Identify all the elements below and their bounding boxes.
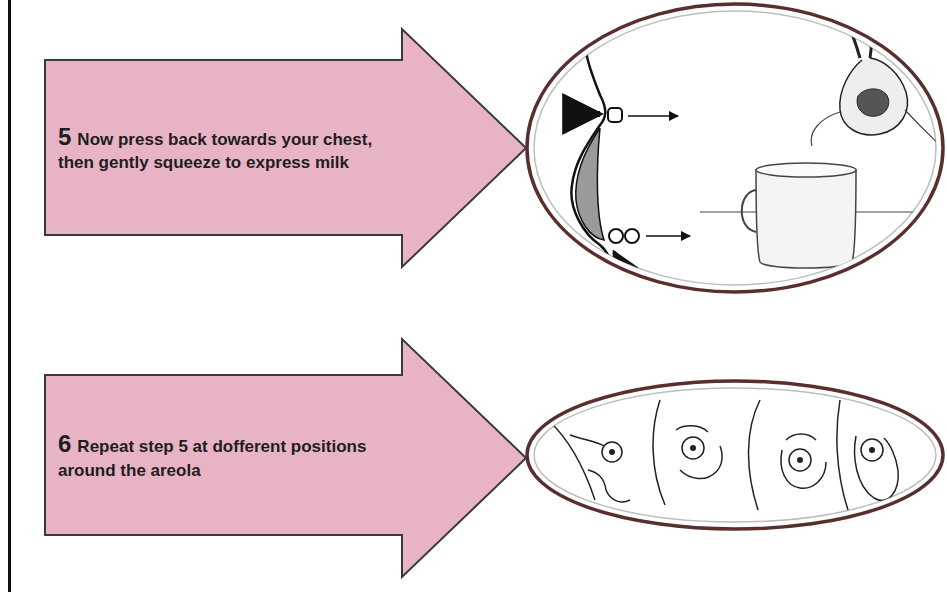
hand-sketch bbox=[855, 436, 899, 500]
arrow-shape bbox=[45, 339, 526, 577]
arrow-outline bbox=[44, 338, 528, 578]
hand-sketch bbox=[781, 434, 826, 488]
step-text: 6Repeat step 5 at dofferent positions ar… bbox=[58, 428, 376, 481]
milk-spray bbox=[846, 20, 872, 58]
hand-sketch bbox=[857, 89, 889, 116]
press-arrow bbox=[572, 111, 600, 117]
picture-frame bbox=[527, 381, 943, 529]
press-arrow bbox=[614, 252, 628, 278]
nipple bbox=[797, 457, 803, 463]
nipple bbox=[609, 449, 615, 455]
milk-duct bbox=[576, 128, 604, 240]
step-arrow: 6Repeat step 5 at dofferent positions ar… bbox=[44, 338, 528, 578]
nipple bbox=[690, 445, 696, 451]
picture-frame-inner bbox=[534, 388, 936, 522]
areola bbox=[602, 442, 622, 462]
step-arrow: 5Now press back towards your chest, then… bbox=[44, 28, 528, 268]
step-instruction: Now press back towards your chest, then … bbox=[58, 130, 372, 172]
hand-sketch bbox=[840, 58, 908, 135]
table-line bbox=[700, 212, 945, 213]
areola bbox=[682, 437, 704, 459]
finger-tip bbox=[608, 108, 622, 122]
press-arrow bbox=[628, 115, 678, 117]
cup-rim bbox=[756, 163, 856, 177]
step-text-box: 6Repeat step 5 at dofferent positions ar… bbox=[58, 375, 376, 535]
step-text: 5Now press back towards your chest, then… bbox=[58, 121, 376, 174]
step-instruction: Repeat step 5 at dofferent positions aro… bbox=[58, 437, 366, 479]
breast-outline bbox=[571, 22, 611, 300]
breast-section-sketch bbox=[571, 20, 945, 300]
hand-sketch bbox=[570, 435, 630, 502]
picture-frame-inner bbox=[534, 11, 936, 285]
finger-tip bbox=[609, 229, 623, 243]
areola bbox=[789, 449, 811, 471]
cup bbox=[756, 170, 856, 268]
cup-handle bbox=[742, 190, 756, 232]
step-number: 6 bbox=[58, 430, 71, 457]
breast-outline bbox=[548, 400, 848, 510]
arrow-shape bbox=[45, 29, 526, 267]
hand-positions-sketch bbox=[548, 400, 898, 510]
finger-tip bbox=[625, 229, 639, 243]
hand-sketch bbox=[676, 426, 722, 479]
areola bbox=[861, 439, 883, 461]
margin-rule bbox=[8, 0, 11, 592]
nipple bbox=[869, 447, 875, 453]
picture-frame bbox=[527, 4, 943, 292]
press-arrow bbox=[646, 235, 690, 237]
step-number: 5 bbox=[58, 123, 71, 150]
step-text-box: 5Now press back towards your chest, then… bbox=[58, 60, 376, 235]
breast-outline bbox=[811, 110, 945, 150]
